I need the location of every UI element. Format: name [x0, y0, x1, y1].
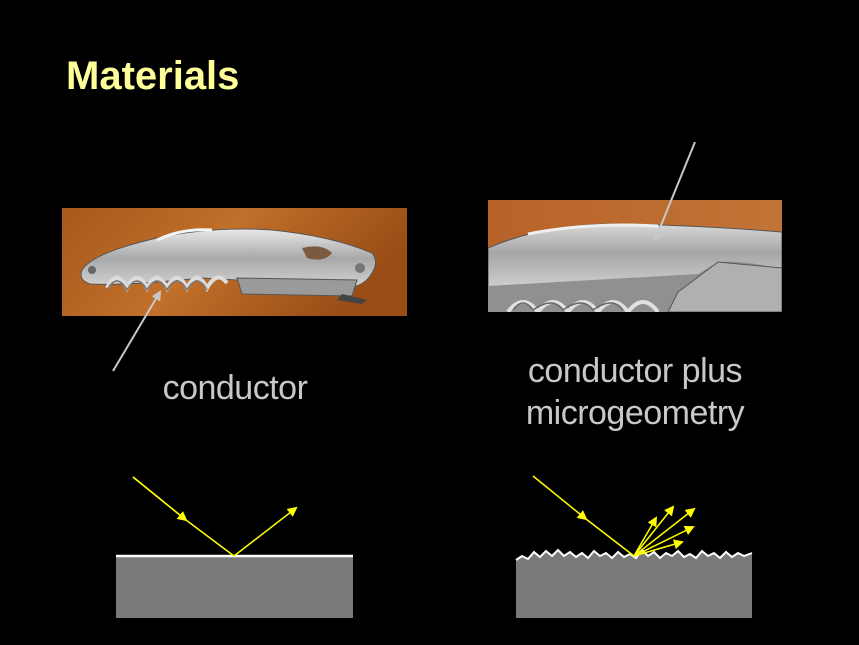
reflected-ray-3: [633, 507, 696, 557]
glossy-reflection-diagram: [515, 475, 753, 618]
reflected-ray-left: [233, 506, 298, 557]
smooth-surface: [116, 557, 353, 618]
pointer-arrow-left: [112, 290, 162, 372]
reflected-ray-4: [633, 526, 695, 557]
caption-conductor: conductor: [140, 367, 330, 409]
caption-line-2: microgeometry: [525, 394, 745, 432]
incident-ray-right: [532, 475, 588, 521]
rough-surface: [516, 550, 752, 618]
corkscrew-photo-smooth: [62, 208, 407, 316]
reflected-ray-2: [633, 505, 675, 557]
slide-title: Materials: [66, 54, 240, 98]
corkscrew-photo-closeup: [488, 200, 782, 312]
caption-conductor-text: conductor: [162, 369, 308, 407]
pointer-arrow-right: [653, 141, 696, 242]
caption-conductor-microgeometry: conductor plus microgeometry: [490, 350, 780, 434]
caption-line-1: conductor plus: [527, 352, 743, 390]
reflected-ray-5: [633, 539, 684, 557]
specular-reflection-diagram: [116, 476, 353, 618]
reflected-ray-1: [633, 516, 658, 557]
